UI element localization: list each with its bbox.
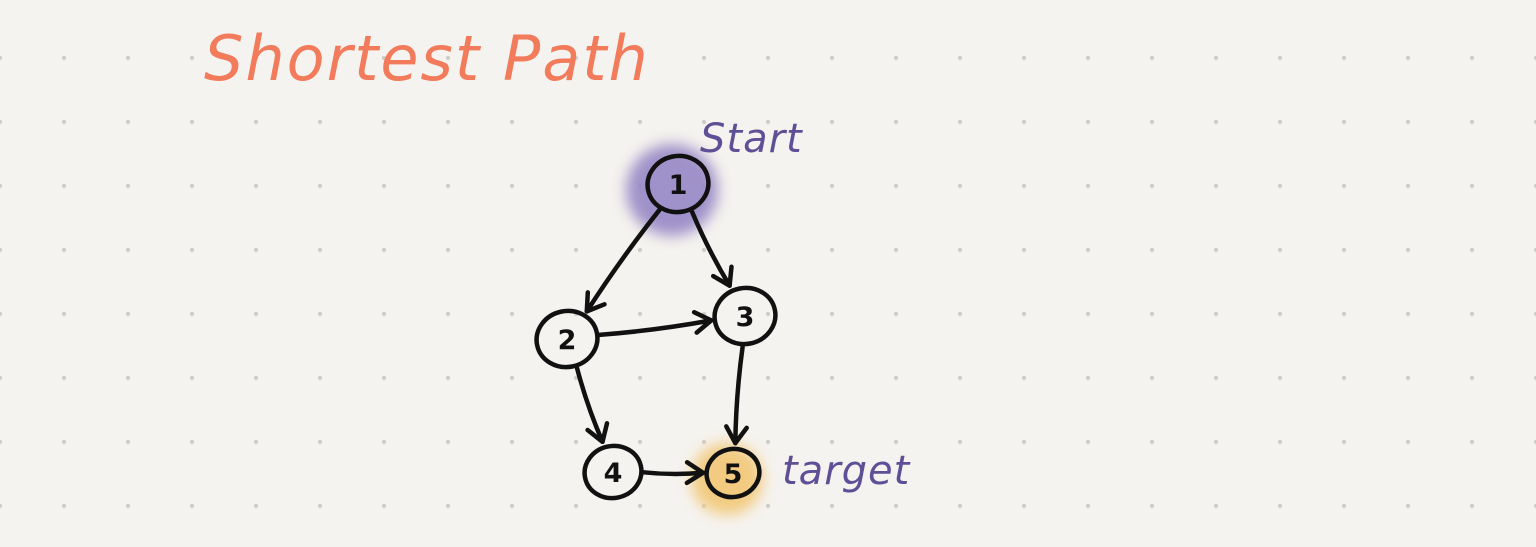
node-4: 4: [582, 443, 644, 501]
node-2: 2: [534, 308, 600, 370]
edge-line: [733, 344, 745, 446]
node-circle: [712, 285, 778, 347]
edge-arrowhead: [724, 424, 749, 446]
node-label: 1: [669, 170, 688, 201]
node-3: 3: [712, 285, 778, 347]
edge-arrowhead: [691, 309, 714, 335]
edge-line: [689, 209, 732, 288]
node-circle: [534, 308, 600, 370]
diagram-title: Shortest Path: [204, 22, 650, 95]
node-5: 5: [704, 446, 762, 500]
node-label: 3: [736, 302, 755, 333]
edge-arrowhead: [710, 264, 734, 288]
node-circle: [582, 443, 644, 501]
node-label: 5: [724, 459, 743, 490]
edge-line: [584, 206, 663, 314]
edge-arrowhead: [584, 290, 607, 314]
start-label: Start: [700, 116, 803, 162]
node-label: 2: [558, 325, 577, 356]
edge-2-3: [595, 309, 714, 338]
node-circle: [645, 153, 711, 215]
edge-arrowhead: [585, 421, 610, 445]
edge-line: [574, 366, 605, 445]
node-1: 1: [645, 153, 711, 215]
edge-layer: [574, 206, 749, 486]
edge-line: [639, 469, 706, 477]
edge-line: [595, 318, 714, 338]
edge-1-3: [689, 209, 734, 288]
edge-1-2: [584, 206, 663, 314]
node-circle: [704, 446, 762, 500]
edge-2-4: [574, 366, 610, 445]
target-label: target: [782, 448, 911, 494]
node-label: 4: [604, 458, 623, 489]
edge-arrowhead: [684, 460, 706, 486]
node-layer: 1 2 3 4 5: [534, 153, 778, 501]
edge-3-5: [724, 344, 749, 446]
edge-4-5: [639, 460, 706, 486]
